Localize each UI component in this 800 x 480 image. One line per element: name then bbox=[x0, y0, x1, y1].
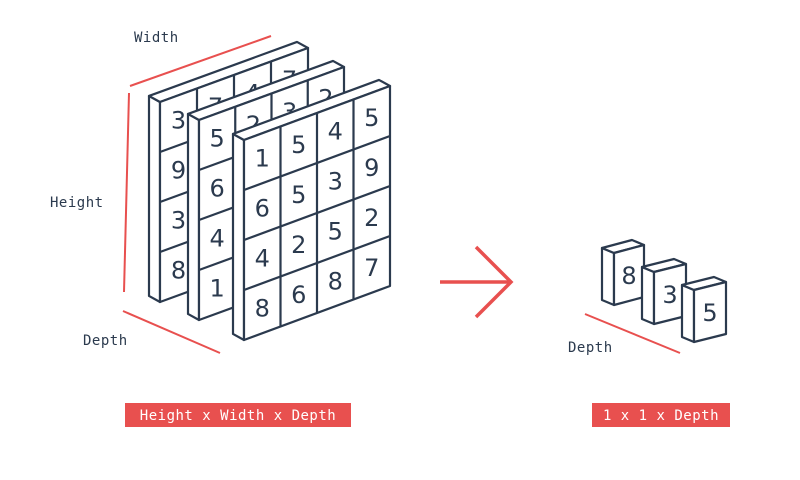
grid-line bbox=[243, 234, 391, 292]
cell-value: 5 bbox=[291, 131, 306, 159]
cell-value: 9 bbox=[364, 154, 379, 182]
depth-axis-line-left bbox=[122, 310, 221, 354]
output-block: 3 bbox=[640, 257, 688, 326]
depth-label-right: Depth bbox=[568, 340, 613, 356]
output-block-side bbox=[600, 246, 616, 307]
cell-value: 5 bbox=[328, 217, 343, 245]
output-block-front bbox=[692, 280, 728, 344]
cell-value: 3 bbox=[171, 106, 186, 134]
width-label: Width bbox=[134, 30, 179, 46]
cell-value: 4 bbox=[209, 224, 224, 252]
height-label: Height bbox=[50, 195, 104, 211]
output-block-side bbox=[680, 283, 696, 344]
cell-value: 4 bbox=[328, 117, 343, 145]
cell-value: 7 bbox=[364, 254, 379, 282]
depth-label-left: Depth bbox=[83, 333, 128, 349]
grid-line bbox=[243, 184, 391, 242]
cell-value: 2 bbox=[364, 204, 379, 232]
layer-side-face bbox=[231, 132, 246, 342]
cell-value: 6 bbox=[291, 281, 306, 309]
cell-value: 6 bbox=[209, 174, 224, 202]
cell-value: 1 bbox=[209, 274, 224, 302]
cell-value: 1 bbox=[255, 144, 270, 172]
cell-value: 3 bbox=[171, 206, 186, 234]
cell-value: 5 bbox=[291, 181, 306, 209]
cell-value: 4 bbox=[255, 244, 270, 272]
input-caption-text: Height x Width x Depth bbox=[140, 408, 336, 424]
output-value: 3 bbox=[662, 281, 677, 309]
cell-value: 8 bbox=[328, 267, 343, 295]
depth-axis-line-right bbox=[584, 313, 681, 354]
output-volume: 835 bbox=[600, 238, 728, 344]
cell-value: 5 bbox=[364, 104, 379, 132]
output-block: 5 bbox=[680, 275, 728, 344]
input-caption: Height x Width x Depth bbox=[125, 403, 351, 427]
layer-side-face bbox=[186, 112, 201, 322]
arrow-right-icon bbox=[440, 245, 514, 319]
layer-side-face bbox=[147, 94, 162, 304]
cell-value: 8 bbox=[171, 256, 186, 284]
input-volume: 374793852326411545653942528687 bbox=[147, 40, 392, 342]
output-value: 8 bbox=[621, 262, 636, 290]
output-value: 5 bbox=[702, 299, 717, 327]
width-axis-line bbox=[129, 35, 272, 87]
cell-value: 6 bbox=[255, 194, 270, 222]
output-caption: 1 x 1 x Depth bbox=[592, 403, 730, 427]
cell-value: 8 bbox=[255, 294, 270, 322]
output-caption-text: 1 x 1 x Depth bbox=[603, 408, 719, 424]
cell-value: 2 bbox=[291, 231, 306, 259]
output-block: 8 bbox=[600, 238, 646, 307]
cell-value: 5 bbox=[209, 124, 224, 152]
height-axis-line bbox=[123, 92, 130, 293]
cell-value: 9 bbox=[171, 156, 186, 184]
output-block-side bbox=[640, 265, 656, 326]
cell-value: 3 bbox=[328, 167, 343, 195]
